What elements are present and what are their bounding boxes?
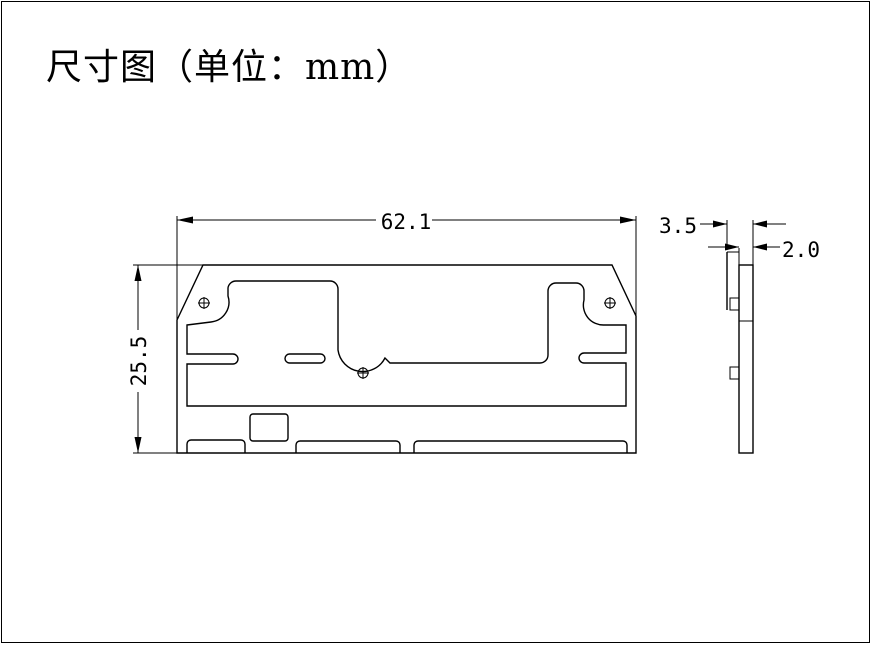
side-plate-label: 2.0 [782, 238, 820, 262]
page-title: 尺寸图（单位：mm） [46, 47, 413, 88]
height-label: 25.5 [127, 336, 151, 387]
slot [284, 353, 326, 364]
screw-hole [198, 297, 210, 309]
side-plate-dimension: 2.0 [708, 238, 820, 262]
side-screw [729, 297, 740, 311]
screw-hole [604, 297, 616, 309]
bottom-strip-middle [295, 440, 401, 453]
side-screw [729, 366, 740, 380]
bottom-strip-left [186, 439, 246, 453]
front-view [176, 264, 637, 454]
pad [249, 413, 289, 442]
width-label: 62.1 [381, 210, 432, 234]
width-dimension: 62.1 [176, 210, 637, 453]
bottom-strip-right [413, 440, 628, 453]
height-dimension: 25.5 [127, 264, 203, 454]
screw-hole [357, 367, 369, 379]
side-total-dimension: 3.5 [659, 214, 786, 265]
antenna-trace [186, 280, 627, 407]
side-plate [738, 264, 754, 454]
board-outline [176, 264, 637, 454]
side-total-label: 3.5 [659, 214, 697, 238]
side-view [726, 248, 754, 454]
